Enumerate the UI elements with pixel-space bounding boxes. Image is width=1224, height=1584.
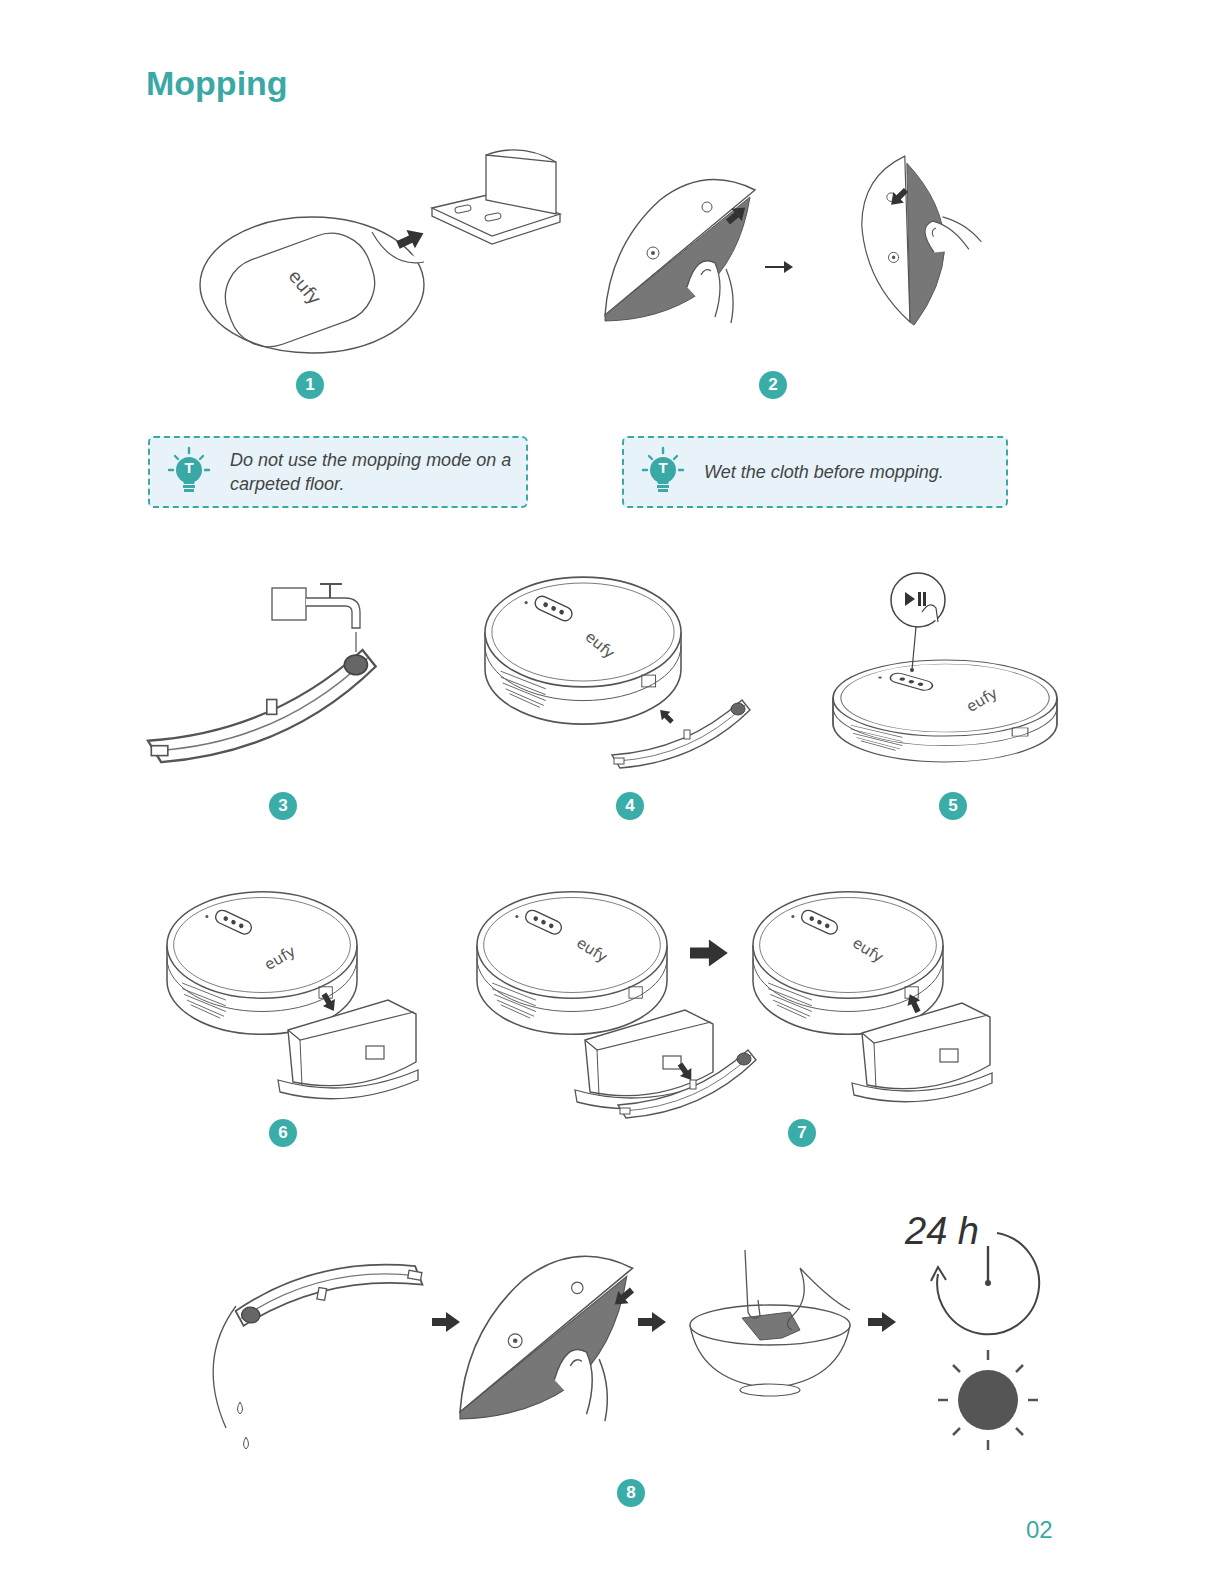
time-label: 24 h	[905, 1210, 979, 1253]
tip-box: T Wet the cloth before mopping.	[622, 436, 1008, 508]
step-3-figure	[148, 584, 376, 762]
tip-text: Do not use the mopping mode on a carpete…	[230, 448, 512, 496]
step-2-figure	[605, 151, 994, 327]
step-6-figure	[167, 892, 418, 1099]
callout-number: 6	[269, 1119, 297, 1147]
icon-letter: T	[654, 459, 672, 477]
step-4-figure	[485, 577, 750, 768]
step-5-figure	[833, 573, 1057, 762]
callout-number: 3	[269, 792, 297, 820]
callout-number: 8	[617, 1479, 645, 1507]
icon-letter: T	[180, 459, 198, 477]
page-title: Mopping	[146, 64, 288, 103]
callout-number: 4	[616, 792, 644, 820]
step-7-figure	[477, 892, 992, 1118]
callout-number: 7	[788, 1119, 816, 1147]
step-8-figure	[213, 1237, 896, 1449]
drying-symbols	[931, 1233, 1039, 1450]
callout-number: 5	[939, 792, 967, 820]
page-number: 02	[1026, 1516, 1053, 1544]
tip-box: T Do not use the mopping mode on a carpet…	[148, 436, 528, 508]
callout-number: 1	[296, 371, 324, 399]
tip-text: Wet the cloth before mopping.	[704, 460, 944, 484]
step-1-figure	[200, 150, 560, 358]
callout-number: 2	[759, 371, 787, 399]
